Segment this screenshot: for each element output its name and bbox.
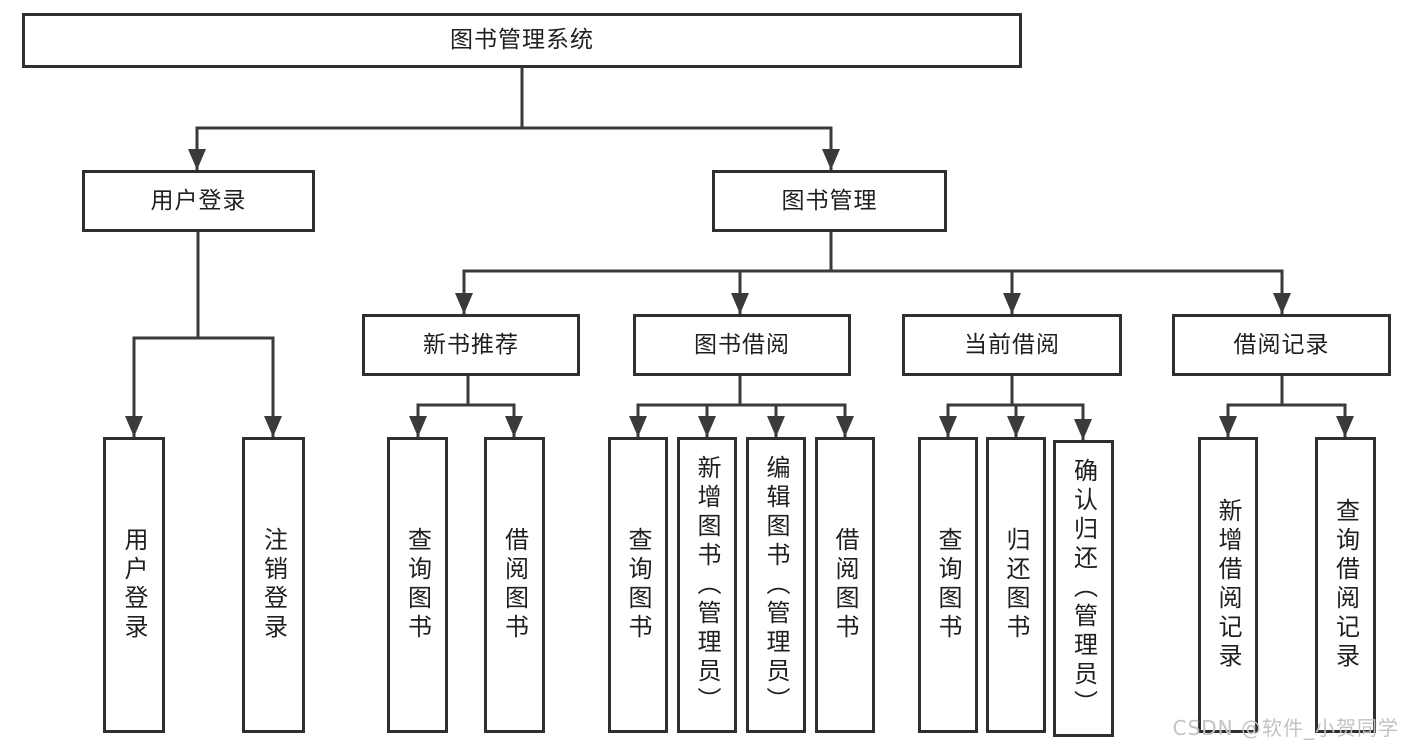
- leaf-borrow-books-recommend: 借阅图书: [484, 437, 545, 733]
- leaf-return-books: 归还图书: [986, 437, 1046, 733]
- leaf-edit-books-admin-label: 编辑图书（管理员）: [762, 454, 790, 716]
- leaf-add-books-admin-label: 新增图书（管理员）: [693, 454, 721, 716]
- leaf-user-login: 用户登录: [103, 437, 165, 733]
- connector-user-login-to-leaves: [125, 232, 282, 437]
- leaf-confirm-return-admin-label: 确认归还（管理员）: [1069, 458, 1098, 719]
- node-borrow-records: 借阅记录: [1172, 314, 1391, 376]
- node-current-borrow: 当前借阅: [902, 314, 1122, 376]
- leaf-add-borrow-record-label: 新增借阅记录: [1214, 498, 1242, 672]
- connector-book-management-to-level3: [455, 232, 1291, 314]
- leaf-borrow-books-recommend-label: 借阅图书: [500, 527, 529, 643]
- leaf-user-login-label: 用户登录: [120, 527, 148, 643]
- leaf-borrow-books: 借阅图书: [815, 437, 875, 733]
- node-user-login: 用户登录: [82, 170, 315, 232]
- node-root-label: 图书管理系统: [450, 27, 594, 53]
- node-borrow-records-label: 借阅记录: [1233, 331, 1330, 358]
- leaf-logout-label: 注销登录: [259, 527, 288, 643]
- node-book-management-label: 图书管理: [781, 187, 878, 214]
- leaf-return-books-label: 归还图书: [1002, 527, 1030, 643]
- node-root-system: 图书管理系统: [22, 13, 1022, 68]
- node-new-book-recommend-label: 新书推荐: [423, 331, 519, 358]
- node-book-borrow-label: 图书借阅: [694, 331, 790, 358]
- leaf-confirm-return-admin: 确认归还（管理员）: [1053, 440, 1114, 737]
- node-book-management: 图书管理: [712, 170, 947, 232]
- leaf-logout: 注销登录: [242, 437, 305, 733]
- node-new-book-recommend: 新书推荐: [362, 314, 580, 376]
- leaf-query-borrow-record-label: 查询借阅记录: [1331, 498, 1360, 672]
- leaf-query-books-current: 查询图书: [918, 437, 978, 733]
- leaf-query-borrow-record: 查询借阅记录: [1315, 437, 1376, 733]
- connector-new-book-to-leaves: [409, 376, 523, 437]
- connector-current-borrow-to-leaves: [939, 376, 1092, 440]
- node-book-borrow: 图书借阅: [633, 314, 851, 376]
- leaf-add-books-admin: 新增图书（管理员）: [677, 437, 737, 733]
- node-user-login-label: 用户登录: [150, 187, 247, 214]
- leaf-query-books-recommend: 查询图书: [387, 437, 448, 733]
- node-current-borrow-label: 当前借阅: [964, 331, 1060, 358]
- leaf-edit-books-admin: 编辑图书（管理员）: [746, 437, 806, 733]
- leaf-add-borrow-record: 新增借阅记录: [1198, 437, 1258, 733]
- connector-borrow-records-to-leaves: [1219, 376, 1354, 437]
- connector-root-to-level2: [188, 68, 840, 170]
- leaf-query-books-current-label: 查询图书: [934, 527, 962, 643]
- leaf-query-books-borrow-label: 查询图书: [624, 527, 652, 643]
- leaf-borrow-books-label: 借阅图书: [831, 527, 859, 643]
- leaf-query-books-recommend-label: 查询图书: [403, 527, 432, 643]
- connector-book-borrow-to-leaves: [629, 376, 854, 437]
- leaf-query-books-borrow: 查询图书: [608, 437, 668, 733]
